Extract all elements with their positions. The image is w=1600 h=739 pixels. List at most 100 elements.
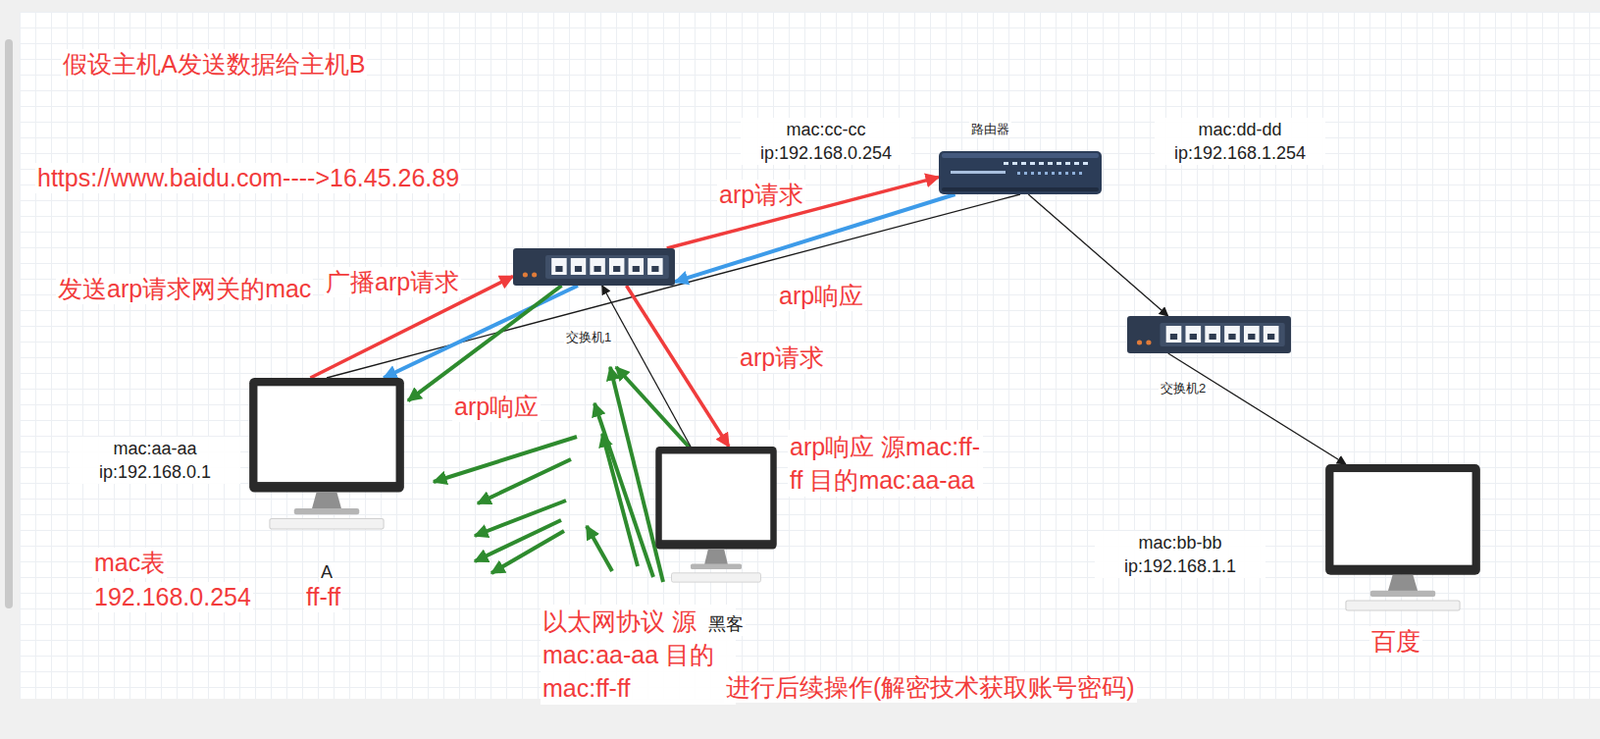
computer-icon: [245, 377, 409, 531]
icon-part: [1263, 325, 1280, 343]
icon-part: [1170, 333, 1178, 340]
icon-part: [1189, 333, 1197, 340]
icon-part: [1030, 161, 1035, 165]
address-label: mac:bb-bb ip:192.168.1.1: [1094, 530, 1266, 578]
edge-label: arp响应: [452, 391, 541, 422]
icon-part: [1209, 333, 1217, 340]
icon-part: [574, 265, 582, 272]
green-arrow: [433, 436, 577, 482]
computer-icon: [652, 446, 780, 584]
icon-part: [941, 153, 1099, 158]
icon-part: [1267, 333, 1275, 340]
icon-part: [1204, 325, 1221, 343]
icon-part: [609, 258, 624, 275]
icon-part: [1370, 590, 1436, 597]
device-label: 交换机2: [1158, 380, 1208, 397]
switch-node: 交换机1: [513, 248, 675, 286]
icon-part: [555, 265, 563, 272]
icon-part: [551, 258, 567, 275]
icon-part: [938, 151, 1102, 195]
icon-part: [1058, 171, 1062, 175]
icon-part: [1065, 171, 1069, 175]
computer-node: A: [245, 377, 409, 531]
icon-part: [1247, 333, 1255, 340]
icon-part: [662, 453, 772, 540]
icon-part: [1037, 171, 1041, 175]
device-label: A: [318, 562, 335, 584]
green-arrow: [474, 500, 567, 536]
frame-note: arp响应 源mac:ff-ff 目的mac:aa-aa: [787, 429, 983, 497]
icon-part: [1387, 574, 1418, 593]
scrollbar-thumb: [4, 39, 13, 609]
icon-part: [589, 258, 605, 275]
green-arrow: [602, 433, 638, 567]
green-arrow: [491, 530, 565, 573]
icon-part: [294, 508, 360, 515]
icon-part: [257, 385, 396, 482]
icon-part: [545, 255, 670, 279]
connector-arrow: [1168, 353, 1346, 465]
device-label: 交换机1: [564, 329, 614, 346]
edge-label: 广播arp请求: [323, 266, 462, 298]
router-node: 路由器: [938, 151, 1102, 195]
title-text: 假设主机A发送数据给主机B: [60, 49, 367, 80]
icon-part: [704, 549, 728, 567]
icon-part: [1038, 161, 1044, 165]
green-arrow: [477, 459, 571, 504]
icon-part: [613, 265, 620, 272]
icon-part: [1012, 161, 1018, 165]
edge-label: arp请求: [737, 342, 826, 373]
icon-part: [1074, 161, 1080, 165]
switch-icon: [513, 248, 675, 286]
icon-part: [1083, 161, 1088, 165]
connector-arrow: [602, 285, 691, 447]
table-title: mac表: [92, 547, 167, 578]
edge-label: arp请求: [717, 179, 806, 210]
icon-part: [1003, 161, 1009, 165]
icon-part: [628, 258, 644, 275]
computer-node: 百度: [1321, 464, 1485, 613]
address-label: mac:cc-cc ip:192.168.0.254: [740, 117, 912, 165]
icon-part: [310, 491, 342, 511]
icon-part: [1224, 325, 1240, 343]
icon-part: [249, 377, 405, 492]
connector-arrow: [408, 285, 563, 401]
computer-node: 黑客: [652, 446, 780, 584]
icon-part: [1145, 340, 1151, 346]
icon-part: [655, 446, 777, 550]
icon-part: [522, 272, 528, 278]
icon-part: [1017, 171, 1021, 175]
icon-part: [531, 272, 537, 278]
icon-part: [632, 265, 640, 272]
switch-icon: [1127, 315, 1291, 354]
icon-part: [269, 518, 384, 529]
icon-part: [513, 248, 675, 286]
icon-part: [1021, 161, 1027, 165]
router-icon: [938, 151, 1102, 195]
url-note: https://www.baidu.com---->16.45.26.89: [35, 162, 462, 194]
icon-part: [1072, 171, 1076, 175]
icon-part: [1044, 171, 1048, 175]
green-arrow: [586, 525, 613, 571]
computer-icon: [1321, 464, 1485, 613]
icon-part: [1243, 325, 1260, 343]
icon-part: [1166, 325, 1183, 343]
device-label: 路由器: [969, 121, 1012, 138]
icon-part: [1333, 471, 1472, 566]
address-label: mac:dd-dd ip:192.168.1.254: [1154, 117, 1326, 165]
icon-part: [647, 258, 663, 275]
icon-part: [1051, 171, 1055, 175]
icon-part: [1325, 464, 1481, 575]
icon-part: [1136, 340, 1142, 346]
edge-label: arp响应: [776, 280, 866, 311]
icon-part: [1065, 161, 1071, 165]
icon-part: [950, 170, 1006, 174]
icon-part: [671, 572, 762, 582]
connector-arrow: [1028, 194, 1168, 316]
attack-note: 进行后续操作(解密技术获取账号密码): [723, 671, 1137, 703]
address-label: mac:aa-aa ip:192.168.0.1: [69, 436, 241, 484]
icon-part: [1159, 322, 1285, 347]
icon-part: [1127, 315, 1291, 354]
step-note: 发送arp请求网关的mac: [55, 273, 313, 305]
